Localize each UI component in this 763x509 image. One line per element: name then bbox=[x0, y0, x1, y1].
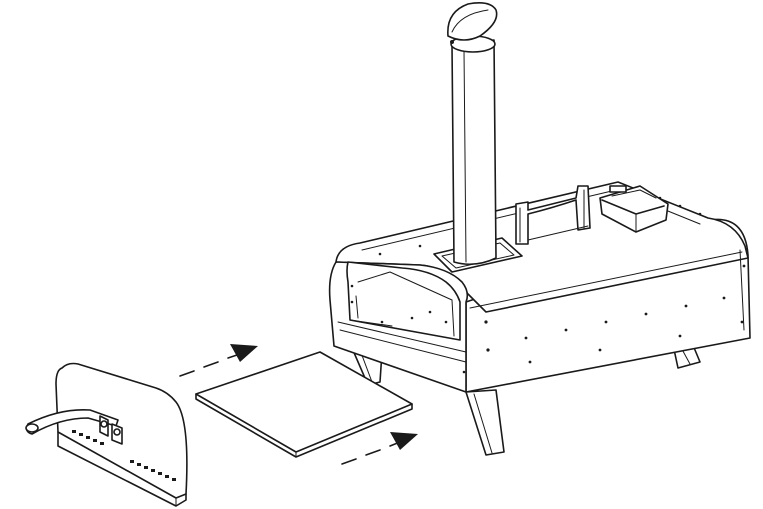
door-handle bbox=[25, 408, 123, 445]
chimney-pipe bbox=[451, 39, 497, 266]
oven-interior bbox=[357, 271, 455, 337]
arrow-door-to-oven bbox=[179, 344, 258, 377]
door-vent-holes bbox=[72, 430, 176, 481]
gas-burner-box bbox=[599, 185, 669, 233]
pizza-stone bbox=[195, 351, 413, 458]
oven-mouth bbox=[346, 261, 461, 341]
carry-handle bbox=[515, 185, 591, 245]
chimney-cap bbox=[447, 2, 498, 53]
oven-leg-front bbox=[465, 389, 505, 456]
arrow-stone-to-oven bbox=[341, 432, 418, 465]
